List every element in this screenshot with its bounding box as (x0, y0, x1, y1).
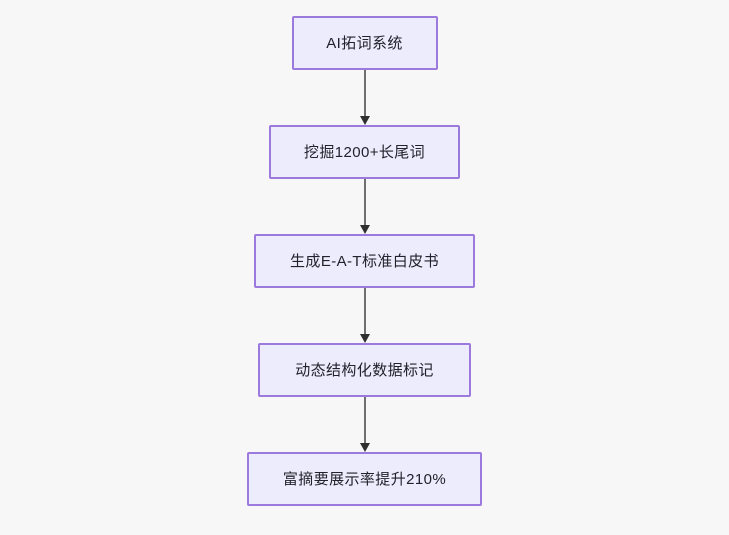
flow-node-ai-keyword-system[interactable]: AI拓词系统 (291, 16, 438, 70)
edge-line (363, 397, 366, 445)
flow-node-rich-snippet-uplift[interactable]: 富摘要展示率提升210% (247, 452, 482, 506)
flow-node-label: 生成E-A-T标准白皮书 (290, 252, 439, 270)
flow-edge-n2-n3 (358, 179, 372, 234)
edge-line (363, 70, 366, 118)
flow-node-label: 动态结构化数据标记 (295, 361, 434, 379)
flow-node-mine-longtail-keywords[interactable]: 挖掘1200+长尾词 (269, 125, 460, 179)
flow-node-dynamic-structured-data-markup[interactable]: 动态结构化数据标记 (258, 343, 471, 397)
flow-edge-n4-n5 (358, 397, 372, 452)
arrowhead-icon (359, 225, 370, 234)
flow-edge-n3-n4 (358, 288, 372, 343)
flow-node-label: 富摘要展示率提升210% (282, 470, 447, 488)
flow-node-label: 挖掘1200+长尾词 (303, 143, 426, 161)
flow-node-generate-eat-whitepaper[interactable]: 生成E-A-T标准白皮书 (254, 234, 475, 288)
arrowhead-icon (359, 334, 370, 343)
flow-node-label: AI拓词系统 (326, 34, 403, 52)
arrowhead-icon (359, 443, 370, 452)
arrowhead-icon (359, 116, 370, 125)
edge-line (363, 288, 366, 336)
flow-edge-n1-n2 (358, 70, 372, 125)
edge-line (363, 179, 366, 227)
